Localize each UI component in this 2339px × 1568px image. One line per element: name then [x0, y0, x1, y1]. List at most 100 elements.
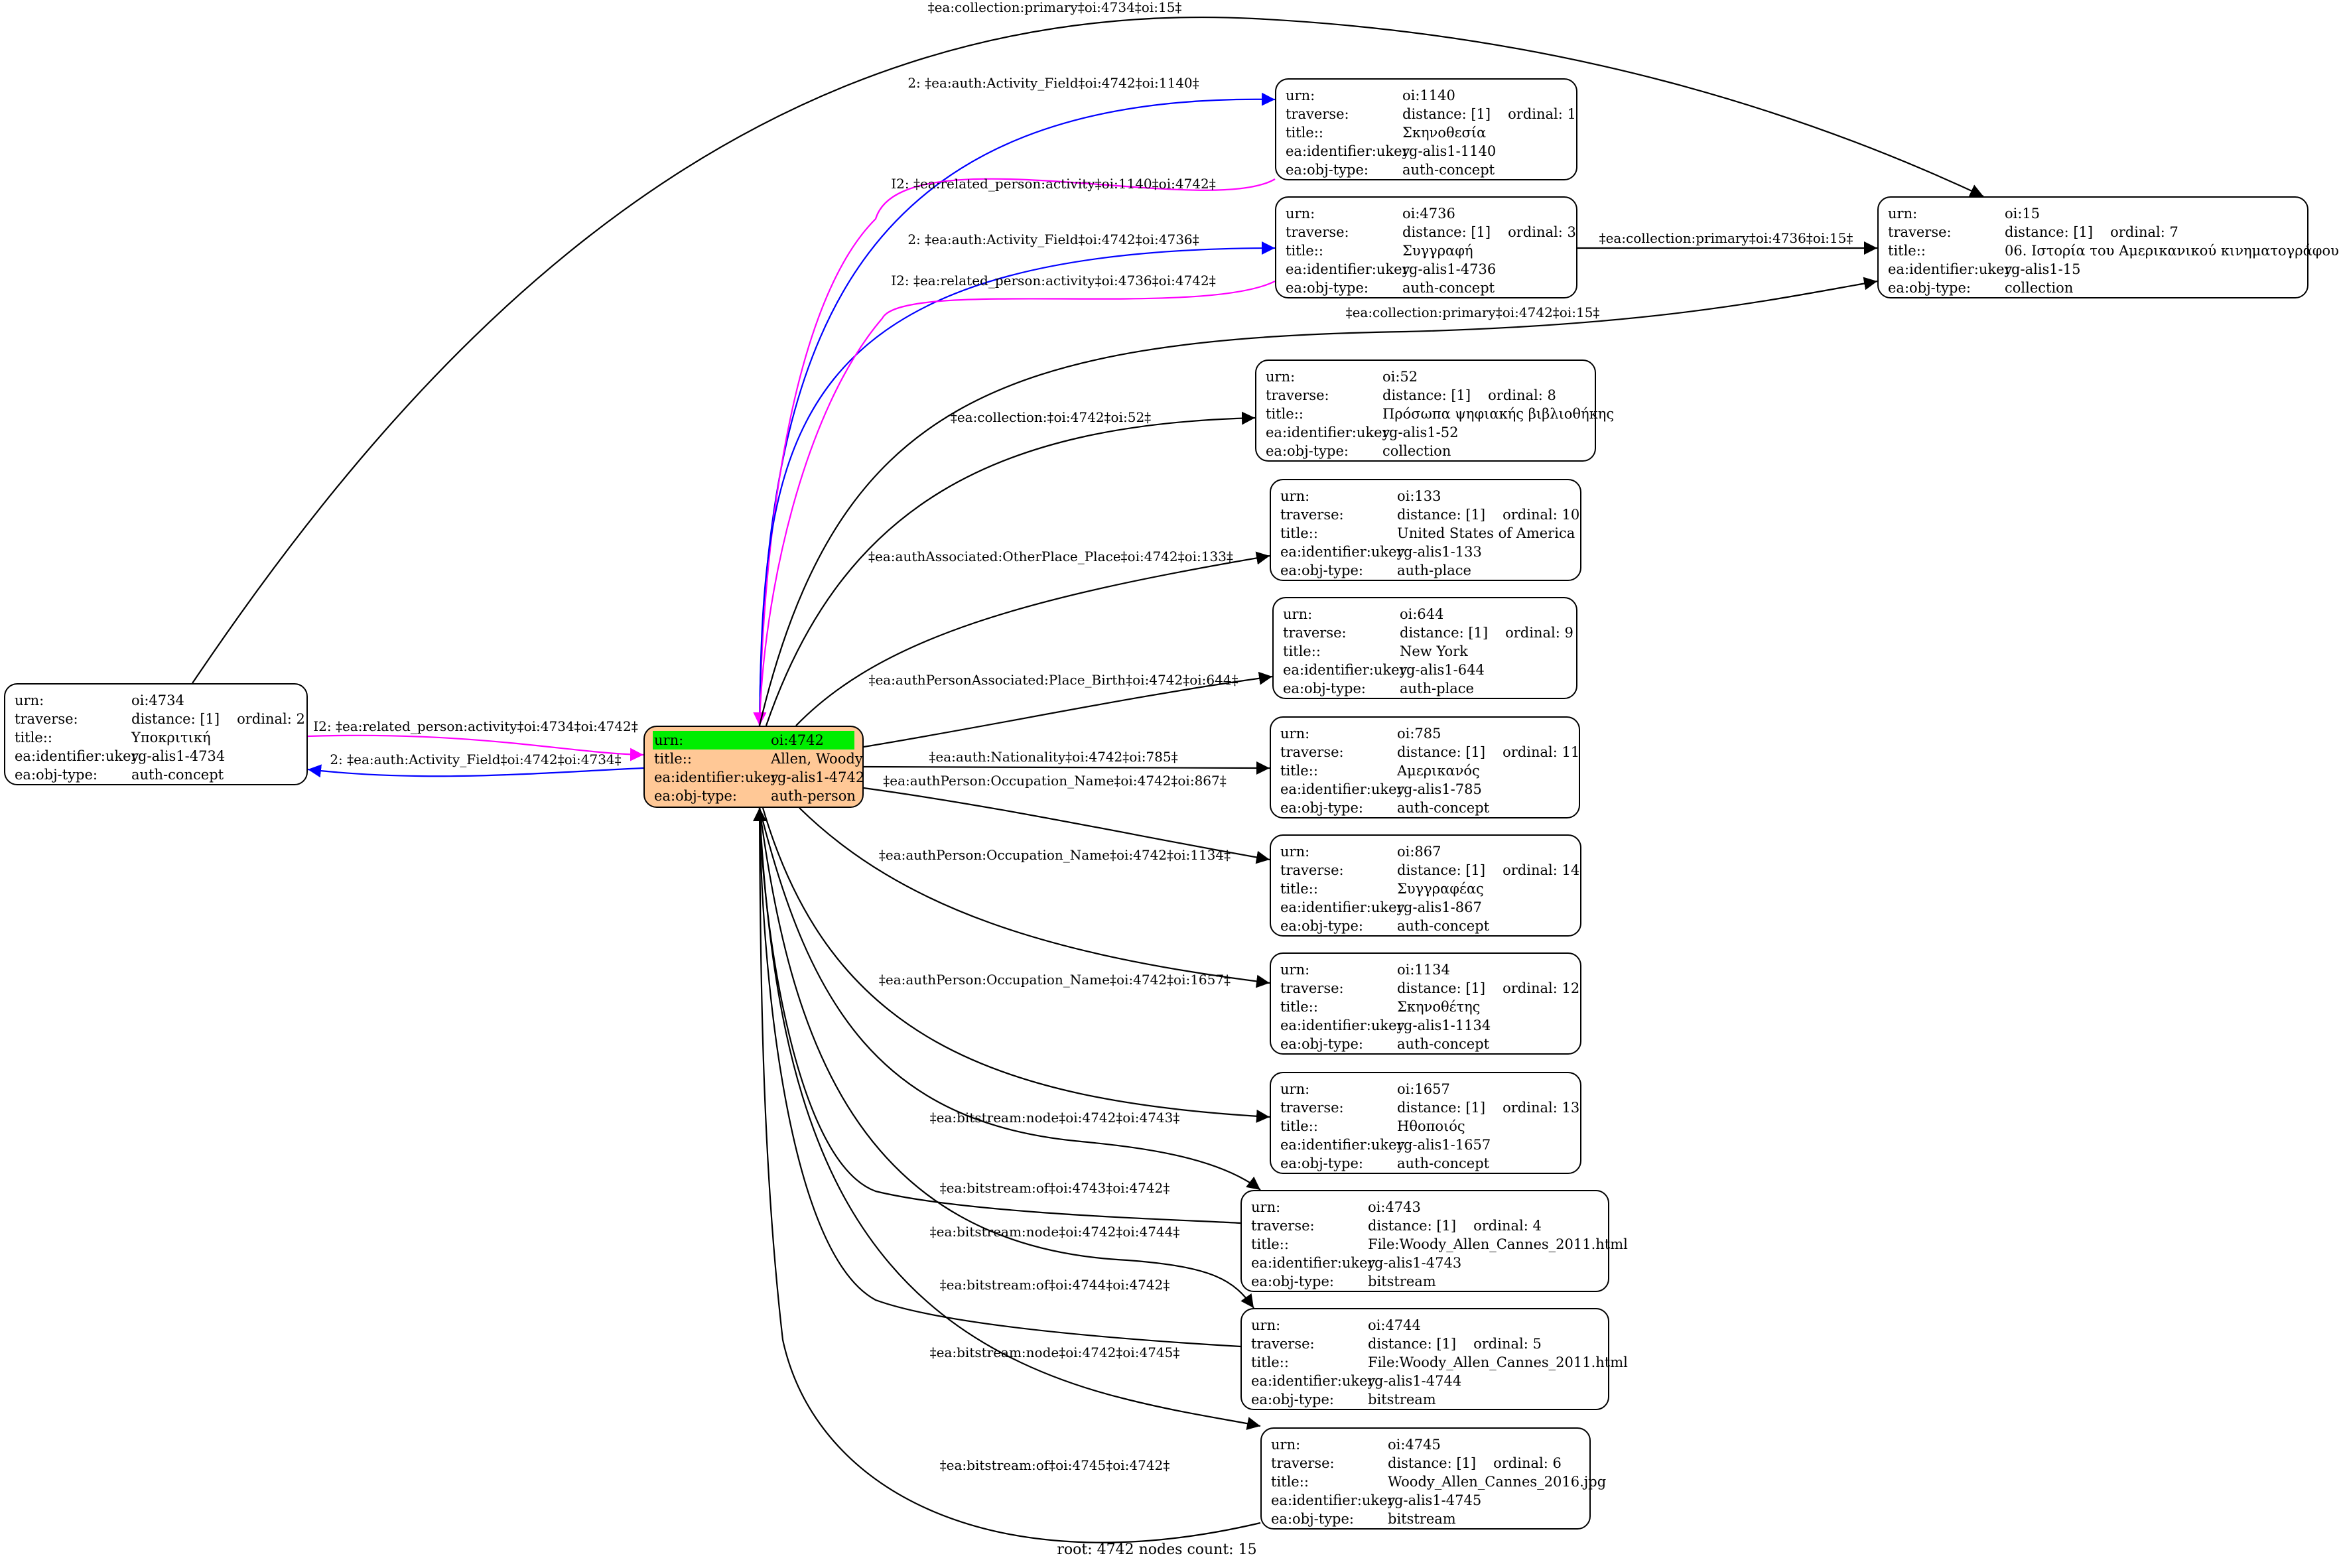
- field-ordinal: ordinal: 7: [2110, 224, 2178, 240]
- field-ordinal: ordinal: 8: [1488, 387, 1556, 403]
- field-value: Αμερικανός: [1397, 763, 1480, 779]
- field-key: title::: [1280, 881, 1318, 897]
- field-key: ea:identifier:ukey: [1251, 1373, 1376, 1389]
- field-key: ea:identifier:ukey: [15, 748, 139, 764]
- node-row: title::Σκηνοθεσία: [1286, 123, 1567, 142]
- field-key: ea:obj-type:: [1286, 162, 1369, 178]
- field-key: ea:identifier:ukey: [1251, 1255, 1376, 1271]
- edge-label-e13: ‡ea:authPerson:Occupation_Name‡oi:4742‡o…: [879, 847, 1231, 863]
- node-row: title::Συγγραφή: [1286, 241, 1567, 260]
- field-key: urn:: [15, 692, 44, 708]
- field-value: oi:1134: [1397, 962, 1450, 978]
- field-key: ea:obj-type:: [1280, 1155, 1363, 1171]
- node-row: traverse:distance: [1]ordinal: 11: [1280, 743, 1579, 761]
- field-ordinal: ordinal: 2: [237, 711, 305, 727]
- edge-label-e22: 2: ‡ea:auth:Activity_Field‡oi:4742‡oi:47…: [330, 751, 621, 767]
- field-value: distance: [1]: [1382, 387, 1471, 403]
- field-key: ea:obj-type:: [654, 788, 737, 804]
- field-value: distance: [1]: [1402, 106, 1491, 122]
- field-value: oi:4744: [1368, 1317, 1421, 1333]
- edge-label-e5: I2: ‡ea:related_person:activity‡oi:4736‡…: [891, 273, 1215, 289]
- edge-e4: [758, 241, 1276, 726]
- field-key: urn:: [1283, 606, 1313, 622]
- edge-label-e18: ‡ea:bitstream:of‡oi:4744‡oi:4742‡: [940, 1277, 1170, 1293]
- node-row: urn:oi:52: [1266, 367, 1585, 386]
- field-key: ea:identifier:ukey: [654, 769, 779, 785]
- edge-label-e14: ‡ea:authPerson:Occupation_Name‡oi:4742‡o…: [879, 972, 1231, 988]
- edge-e15: [758, 807, 1261, 1191]
- field-key: urn:: [1251, 1317, 1281, 1333]
- field-key: title::: [1286, 243, 1323, 259]
- node-row: traverse:distance: [1]ordinal: 4: [1251, 1216, 1599, 1235]
- field-key: traverse:: [1280, 980, 1344, 996]
- node-row: ea:obj-type:auth-concept: [15, 765, 297, 784]
- node-row: ea:obj-type:auth-concept: [1280, 917, 1571, 935]
- field-key: urn:: [1280, 962, 1310, 978]
- node-row: urn:oi:1140: [1286, 86, 1567, 105]
- node-row: ea:obj-type:collection: [1888, 279, 2298, 297]
- field-key: traverse:: [1280, 507, 1344, 523]
- node-row: traverse:distance: [1]ordinal: 7: [1888, 223, 2298, 241]
- field-value: auth-concept: [1397, 1155, 1490, 1171]
- field-key: title::: [1251, 1354, 1289, 1370]
- edge-e9: [795, 551, 1270, 726]
- node-row: traverse:distance: [1]ordinal: 8: [1266, 386, 1585, 405]
- field-value: distance: [1]: [1397, 507, 1486, 523]
- field-value: distance: [1]: [131, 711, 220, 727]
- node-row: title::Allen, Woody: [654, 750, 863, 768]
- field-ordinal: ordinal: 11: [1503, 744, 1580, 760]
- field-value: bitstream: [1388, 1511, 1456, 1527]
- node-row: title::Πρόσωπα ψηφιακής βιβλιοθήκης: [1266, 405, 1614, 423]
- field-value: distance: [1]: [1368, 1336, 1457, 1352]
- node-row: ea:obj-type:auth-concept: [1280, 1035, 1571, 1053]
- field-key: ea:obj-type:: [1286, 280, 1369, 296]
- node-row: traverse:distance: [1]ordinal: 10: [1280, 505, 1579, 524]
- field-key: title::: [1283, 643, 1321, 659]
- field-key: title::: [1280, 999, 1318, 1015]
- field-value: oi:4742: [771, 732, 824, 748]
- field-value: distance: [1]: [1397, 980, 1486, 996]
- field-value: File:Woody_Allen_Cannes_2011.html: [1368, 1236, 1628, 1252]
- node-row: urn: oi:1134: [1280, 960, 1571, 979]
- field-key: ea:obj-type:: [1251, 1392, 1334, 1407]
- field-key: urn:: [1251, 1199, 1281, 1215]
- edge-e3: [753, 178, 1276, 726]
- field-value: rg-alis1-785: [1397, 781, 1482, 797]
- field-value: Woody_Allen_Cannes_2016.jpg: [1388, 1474, 1607, 1490]
- edge-e7: [758, 277, 1878, 726]
- edge-label-e6: ‡ea:collection:primary‡oi:4736‡oi:15‡: [1599, 230, 1853, 246]
- field-key: traverse:: [1283, 625, 1347, 641]
- node-row: title::Σκηνοθέτης: [1280, 998, 1571, 1016]
- field-key: ea:obj-type:: [1280, 800, 1363, 816]
- field-key: urn:: [1266, 369, 1296, 385]
- edge-e10: [863, 671, 1273, 748]
- field-key: ea:identifier:ukey: [1280, 899, 1405, 915]
- edge-e14: [762, 807, 1270, 1123]
- field-key: ea:obj-type:: [1271, 1511, 1354, 1527]
- field-key: traverse:: [1251, 1218, 1315, 1234]
- node-row: traverse:distance: [1]ordinal: 3: [1286, 223, 1576, 241]
- node-row: ea:obj-type:auth-place: [1280, 561, 1571, 580]
- field-key: urn:: [1286, 206, 1315, 222]
- field-value: Σκηνοθεσία: [1402, 125, 1487, 141]
- node-row: title::File:Woody_Allen_Cannes_2011.html: [1251, 1235, 1628, 1254]
- node-row: ea:obj-type:auth-person: [654, 787, 856, 805]
